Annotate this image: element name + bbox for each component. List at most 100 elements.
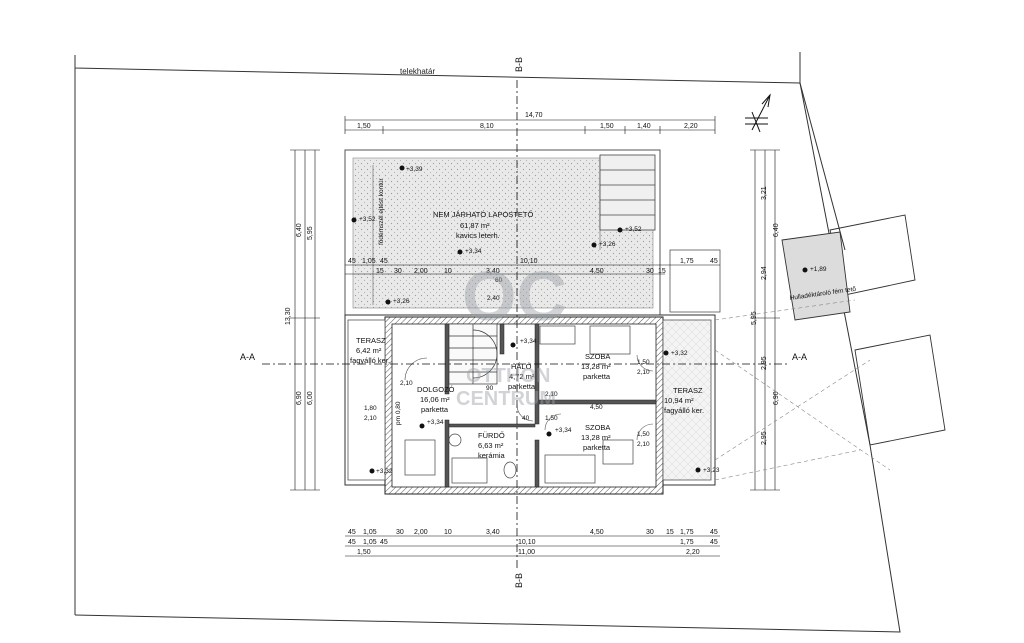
plot-boundary-label: telekhatár: [400, 67, 435, 76]
section-aa-right: A-A: [792, 352, 807, 362]
dim-b2-5: 45: [710, 539, 718, 546]
dim-interior-3: 90: [486, 385, 494, 392]
terrace-right-finish: fagyálló ker.: [664, 406, 704, 415]
dim-right-inner-b: 2,94: [761, 266, 768, 280]
dim-upper-1: 1,05: [362, 258, 376, 265]
dim-left-lower: 6,90: [296, 391, 303, 405]
dim-interior-10: 40: [522, 415, 530, 422]
level-marker-icon: [663, 350, 669, 356]
dim-upper2-3: 10: [444, 268, 452, 275]
room2-name: SZOBA: [585, 423, 610, 432]
office-finish: parketta: [421, 405, 449, 414]
dim-upper2-4: 3,40: [486, 268, 500, 275]
dim-right-inner-d: 2,95: [761, 431, 768, 445]
north-arrow: [745, 93, 771, 133]
dim-left-inner-lower: 6,00: [307, 391, 314, 405]
level-marker-icon: [399, 165, 405, 171]
hall-area: 4,72 m²: [509, 372, 535, 381]
dim-right-lower: 6,90: [773, 391, 780, 405]
dim-b3-0: 1,50: [357, 549, 371, 556]
roof-area: 61,87 m²: [460, 221, 490, 230]
level-roof-bottom: +3,26: [393, 298, 410, 305]
dim-b1-10: 45: [710, 529, 718, 536]
dim-b1-4: 10: [444, 529, 452, 536]
level-waste: +1,89: [810, 266, 827, 273]
dim-left-total: 13,30: [285, 307, 292, 325]
level-office: +3,34: [427, 419, 444, 426]
level-bedroom: +3,34: [555, 427, 572, 434]
right-dimension-lines: [750, 149, 780, 491]
dim-b1-8: 15: [666, 529, 674, 536]
dim-b1-3: 2,00: [414, 529, 428, 536]
dim-left-inner-upper: 5,95: [307, 226, 314, 240]
dim-right-inner-e: 5,95: [751, 311, 758, 325]
dim-interior-1: 1,80: [364, 405, 377, 412]
dim-upper-3: 10,10: [520, 258, 538, 265]
top-dimension-lines: [344, 116, 720, 275]
room2-area: 13,28 m²: [581, 433, 611, 442]
level-roof-right: +3,52: [625, 226, 642, 233]
interior-dimensions: 2,10 1,80 2,10 90 1,50 2,10 2,10 1,50 4,…: [364, 277, 650, 448]
dim-pm: pm 0,80: [395, 401, 402, 425]
dim-b1-6: 4,50: [590, 529, 604, 536]
dim-top-total: 14,70: [525, 112, 543, 119]
roof-finish: kavics leterh.: [456, 231, 500, 240]
dim-upper-2: 45: [380, 258, 388, 265]
level-marker-icon: [617, 227, 623, 233]
level-marker-icon: [695, 467, 701, 473]
skylight-grid: [599, 154, 656, 231]
level-markers: +3,39 +3,52 +3,52 +3,34 +3,26 +3,26: [351, 165, 642, 305]
annex-outline: [669, 249, 721, 313]
dim-interior-13: 2,40: [487, 295, 500, 302]
dim-top-1: 8,10: [480, 123, 494, 130]
level-roof-left: +3,52: [359, 216, 376, 223]
dim-right-upper: 6,40: [773, 223, 780, 237]
section-bb-bottom: B-B: [514, 573, 524, 588]
section-aa-left: A-A: [240, 352, 255, 362]
dim-b3-2: 2,20: [686, 549, 700, 556]
roof-side-note: födémszél ejtést kontúr: [378, 177, 385, 245]
dim-right-inner-c: 2,95: [761, 356, 768, 370]
level-hall: +3,34: [520, 338, 537, 345]
dim-b1-1: 1,05: [363, 529, 377, 536]
dim-top-0: 1,50: [357, 123, 371, 130]
dim-upper2-7: 15: [658, 268, 666, 275]
terrace-right-name: TERASZ: [673, 386, 703, 395]
dim-b1-5: 3,40: [486, 529, 500, 536]
bath-finish: kerámia: [478, 451, 506, 460]
watermark-line2: CENTRUM: [456, 388, 556, 410]
dim-interior-6: 2,10: [637, 441, 650, 448]
dim-interior-2: 2,10: [364, 415, 377, 422]
dim-b2-0: 45: [348, 539, 356, 546]
dim-b2-3: 10,10: [518, 539, 536, 546]
dim-interior-7: 1,50: [637, 431, 650, 438]
level-roof-mid: +3,34: [465, 248, 482, 255]
level-marker-icon: [802, 267, 808, 273]
terrace-left-area: 6,42 m²: [356, 346, 382, 355]
level-terrace-right-bottom: +3,23: [703, 467, 720, 474]
room2-finish: parketta: [583, 443, 611, 452]
level-roof-stair: +3,26: [599, 241, 616, 248]
dim-upper-4: 1,75: [680, 258, 694, 265]
dim-interior-8: 4,50: [590, 404, 603, 411]
dim-b2-4: 1,75: [680, 539, 694, 546]
dim-upper-5: 45: [710, 258, 718, 265]
left-dimension-lines: [290, 149, 320, 491]
dim-top-3: 1,40: [637, 123, 651, 130]
dim-b1-0: 45: [348, 529, 356, 536]
roof-title: NEM JÁRHATÓ LAPOSTETŐ: [433, 210, 533, 219]
exterior-walls: [384, 316, 664, 495]
dim-right-inner-a: 3,21: [761, 186, 768, 200]
furniture: [404, 325, 634, 484]
staircase: [448, 323, 498, 385]
bottom-dimension-texts: 45 1,05 30 2,00 10 3,40 4,50 30 15 1,75 …: [348, 529, 718, 556]
room1-name: SZOBA: [585, 352, 610, 361]
waste-store: [781, 231, 851, 321]
watermark-line1: OTTHON: [466, 365, 550, 387]
office-area: 16,06 m²: [420, 395, 450, 404]
terrace-left-name: TERASZ: [356, 336, 386, 345]
dim-left-upper: 6,40: [296, 223, 303, 237]
dim-upper2-2: 2,00: [414, 268, 428, 275]
terrace-left: [347, 319, 386, 481]
